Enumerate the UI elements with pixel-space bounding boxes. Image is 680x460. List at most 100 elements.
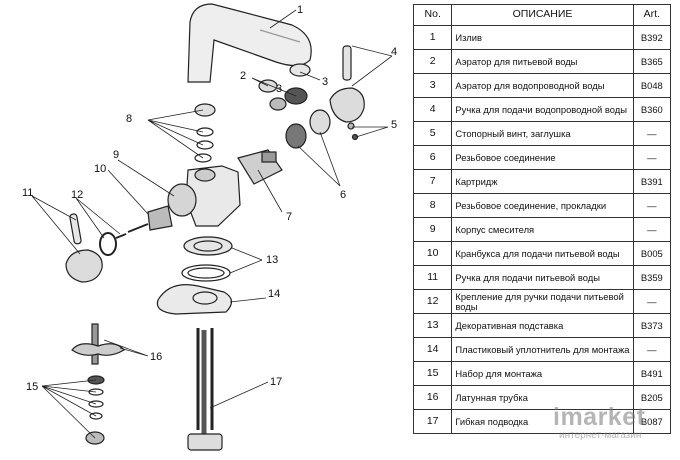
part-description-cell: Стопорный винт, заглушка — [451, 121, 634, 146]
part-description-cell: Ручка для подачи водопроводной воды — [451, 97, 634, 122]
part-description-cell: Резьбовое соединение, прокладки — [451, 193, 634, 218]
callout-5: 5 — [391, 119, 397, 131]
part-description-cell: Аэратор для питьевой воды — [451, 49, 634, 74]
article-cell: B491 — [632, 361, 672, 386]
decorative-stand-part — [183, 236, 233, 256]
article-cell: B087 — [632, 409, 672, 434]
callout-14: 14 — [268, 288, 280, 300]
callout-3b: 3 — [276, 83, 282, 95]
part-description-cell: Латунная трубка — [451, 385, 634, 410]
part-description-cell: Корпус смесителя — [451, 217, 634, 242]
callout-2: 2 — [240, 70, 246, 82]
header-description: ОПИСАНИЕ — [451, 4, 634, 26]
callout-6: 6 — [340, 189, 346, 201]
part-number-cell: 11 — [412, 265, 453, 290]
article-cell: — — [632, 193, 672, 218]
callout-10: 10 — [94, 163, 106, 175]
part-description-cell: Картридж — [451, 169, 634, 194]
part-number-cell: 2 — [412, 49, 453, 74]
article-cell: B048 — [632, 73, 672, 98]
gasket-part — [156, 284, 233, 315]
part-number-cell: 14 — [412, 337, 453, 362]
part-number-cell: 10 — [412, 241, 453, 266]
part-number-cell: 16 — [412, 385, 453, 410]
callout-9: 9 — [113, 149, 119, 161]
spout-part — [187, 3, 312, 83]
article-cell: — — [632, 337, 672, 362]
header-no: No. — [412, 4, 453, 26]
callout-17: 17 — [270, 376, 282, 388]
article-cell: — — [632, 289, 672, 314]
part-number-cell: 13 — [412, 313, 453, 338]
part-number-cell: 3 — [412, 73, 453, 98]
part-number-cell: 1 — [412, 25, 453, 50]
part-description-cell: Аэратор для водопроводной воды — [451, 73, 634, 98]
part-description-cell: Набор для монтажа — [451, 361, 634, 386]
part-number-cell: 15 — [412, 361, 453, 386]
part-number-cell: 8 — [412, 193, 453, 218]
exploded-faucet-diagram: 1 2 3 3 4 5 6 7 8 9 10 11 12 13 14 15 16… — [22, 3, 397, 451]
part-number-cell: 17 — [412, 409, 453, 434]
callout-7: 7 — [286, 211, 292, 223]
part-number-cell: 12 — [412, 289, 453, 314]
callout-4: 4 — [391, 46, 397, 58]
article-cell: B373 — [632, 313, 672, 338]
callout-3a: 3 — [322, 76, 328, 88]
article-cell: B391 — [632, 169, 672, 194]
callout-11: 11 — [22, 187, 33, 199]
article-cell: B005 — [632, 241, 672, 266]
part-description-cell: Пластиковый уплотнитель для монтажа — [451, 337, 634, 362]
article-cell: B360 — [632, 97, 672, 122]
part-number-cell: 7 — [412, 169, 453, 194]
callout-15: 15 — [26, 381, 38, 393]
article-cell: B359 — [632, 265, 672, 290]
part-description-cell: Кранбукса для подачи питьевой воды — [451, 241, 634, 266]
article-cell: — — [632, 121, 672, 146]
header-art: Art. — [632, 4, 672, 26]
article-cell: B392 — [632, 25, 672, 50]
article-cell: — — [632, 145, 672, 170]
part-number-cell: 9 — [412, 217, 453, 242]
callout-13: 13 — [266, 254, 278, 266]
callout-12: 12 — [71, 189, 83, 201]
part-description-cell: Излив — [451, 25, 634, 50]
part-description-cell: Декоративная подставка — [451, 313, 634, 338]
valve-part — [147, 205, 173, 231]
mounting-kit-part — [71, 323, 125, 445]
part-description-cell: Гибкая подводка — [451, 409, 634, 434]
part-description-cell: Крепление для ручки подачи питьевой воды — [451, 289, 634, 314]
part-number-cell: 6 — [412, 145, 453, 170]
article-cell: — — [632, 217, 672, 242]
article-cell: B365 — [632, 49, 672, 74]
aerator-drinking-part — [289, 63, 311, 77]
part-number-cell: 4 — [412, 97, 453, 122]
part-description-cell: Резьбовое соединение — [451, 145, 634, 170]
part-description-cell: Ручка для подачи питьевой воды — [451, 265, 634, 290]
callout-8: 8 — [126, 113, 132, 125]
callout-1: 1 — [297, 4, 303, 16]
part-number-cell: 5 — [412, 121, 453, 146]
article-cell: B205 — [632, 385, 672, 410]
table-header-row: No. ОПИСАНИЕ Art. — [412, 4, 672, 26]
tap-handle-part — [329, 87, 365, 123]
callout-16: 16 — [150, 351, 162, 363]
drinking-handle-part — [65, 249, 103, 283]
